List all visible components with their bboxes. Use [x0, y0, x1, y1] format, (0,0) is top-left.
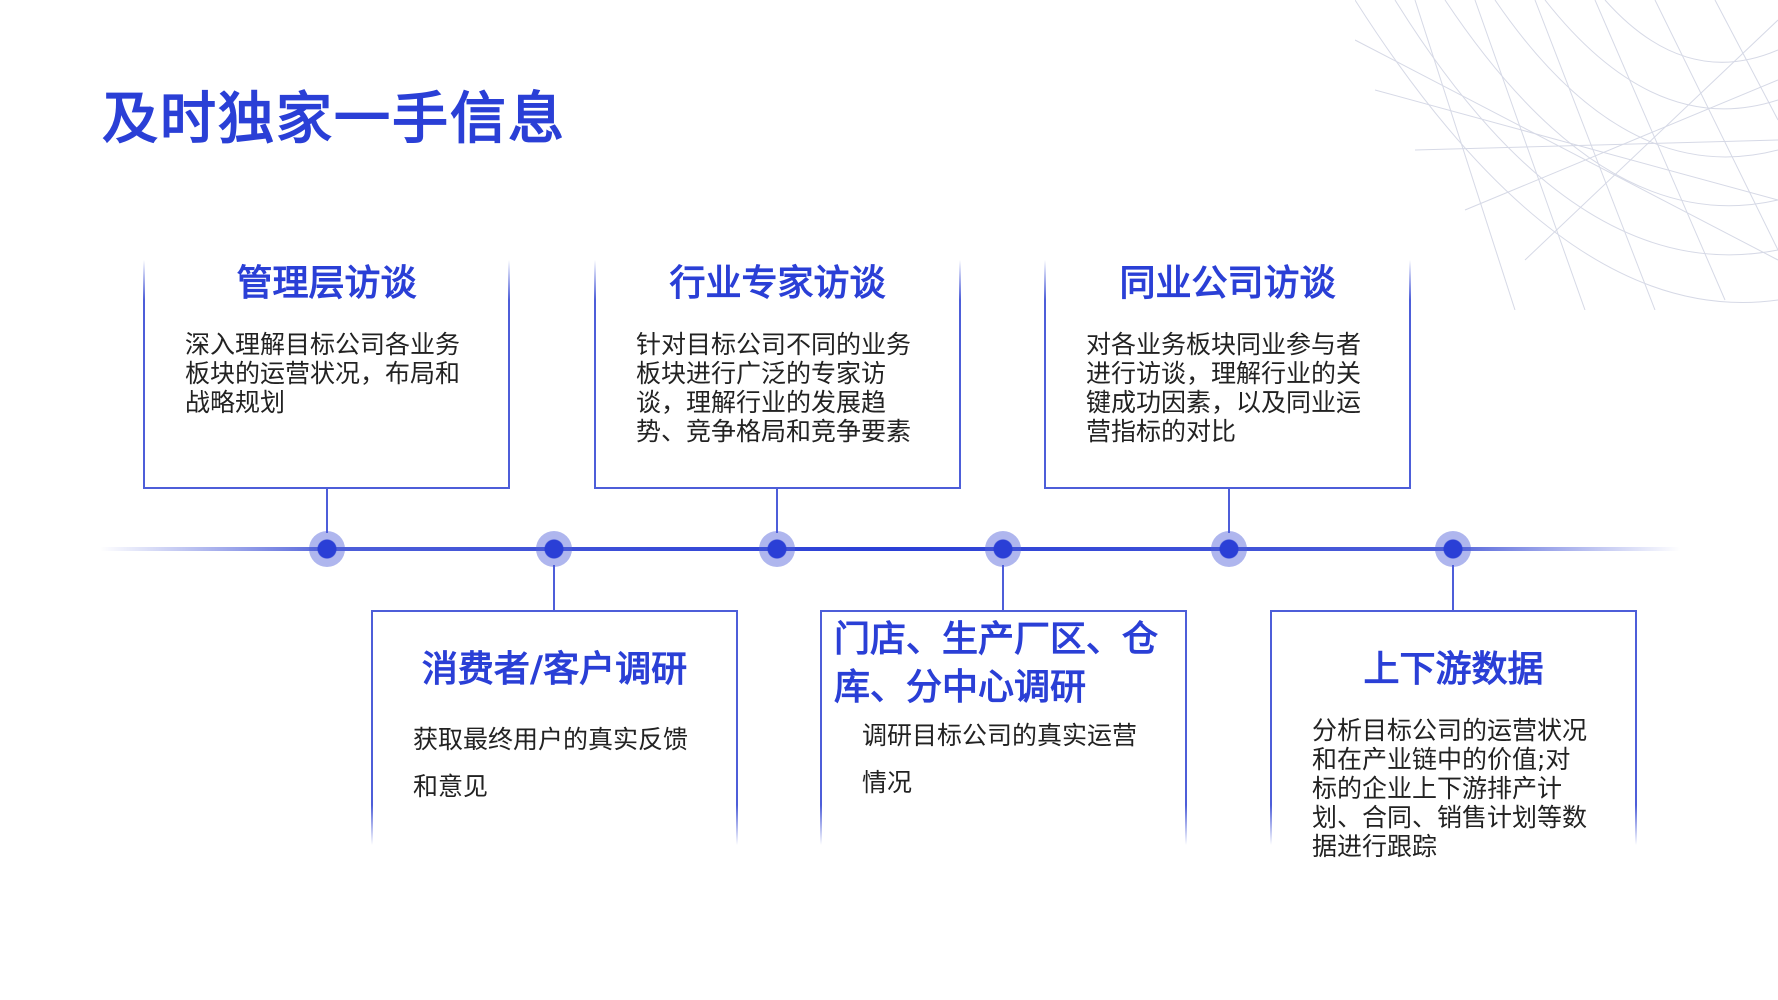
connector-line [553, 565, 555, 610]
connector-line [1002, 565, 1004, 610]
card-site-survey: 门店、生产厂区、仓库、分中心调研 调研目标公司的真实运营情况 [820, 610, 1187, 845]
globe-decoration [1355, 0, 1778, 310]
card-title: 行业专家访谈 [669, 263, 886, 304]
card-description: 分析目标公司的运营状况和在产业链中的价值;对标的企业上下游排产计划、合同、销售计… [1312, 716, 1588, 861]
card-expert-interview: 行业专家访谈 针对目标公司不同的业务板块进行广泛的专家访谈，理解行业的发展趋势、… [594, 260, 961, 489]
timeline-dot [309, 531, 345, 567]
card-peer-interview: 同业公司访谈 对各业务板块同业参与者进行访谈，理解行业的关键成功因素，以及同业运… [1044, 260, 1411, 489]
connector-line [1452, 565, 1454, 610]
timeline-dot [1211, 531, 1247, 567]
timeline-dot [759, 531, 795, 567]
page-title: 及时独家一手信息 [102, 87, 566, 152]
connector-line [1228, 489, 1230, 533]
card-description: 获取最终用户的真实反馈和意见 [413, 725, 689, 801]
connector-line [326, 489, 328, 533]
card-description: 针对目标公司不同的业务板块进行广泛的专家访谈，理解行业的发展趋势、竞争格局和竞争… [636, 330, 912, 446]
connector-line [776, 489, 778, 533]
card-supply-chain-data: 上下游数据 分析目标公司的运营状况和在产业链中的价值;对标的企业上下游排产计划、… [1270, 610, 1637, 861]
card-title: 消费者/客户调研 [421, 649, 688, 690]
timeline-line [100, 547, 1680, 551]
timeline-dot [1435, 531, 1471, 567]
card-title: 同业公司访谈 [1119, 263, 1336, 304]
card-description: 调研目标公司的真实运营情况 [862, 721, 1138, 797]
timeline-dot [536, 531, 572, 567]
card-title: 门店、生产厂区、仓库、分中心调研 [834, 619, 1159, 708]
card-management-interview: 管理层访谈 深入理解目标公司各业务板块的运营状况，布局和战略规划 [143, 260, 510, 489]
card-title: 管理层访谈 [236, 263, 417, 304]
card-title: 上下游数据 [1363, 649, 1544, 690]
card-description: 对各业务板块同业参与者进行访谈，理解行业的关键成功因素，以及同业运营指标的对比 [1086, 330, 1362, 446]
card-consumer-survey: 消费者/客户调研 获取最终用户的真实反馈和意见 [371, 610, 738, 845]
timeline-dot [985, 531, 1021, 567]
card-description: 深入理解目标公司各业务板块的运营状况，布局和战略规划 [185, 330, 461, 417]
